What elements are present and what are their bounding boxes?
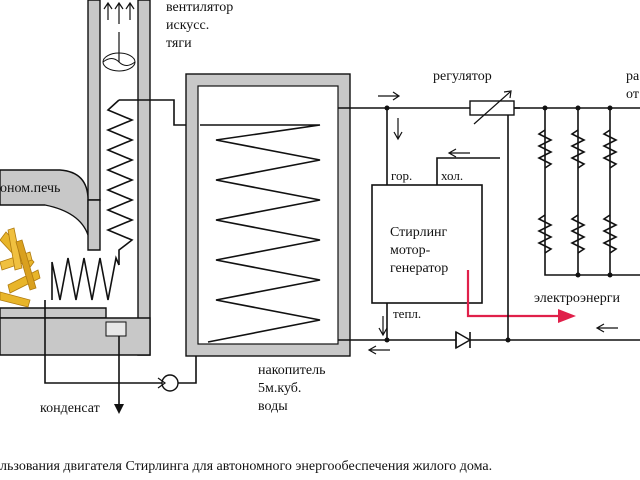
label-stirling-1: Стирлинг: [390, 225, 448, 240]
storage-tank: [185, 73, 351, 357]
label-storage-3: воды: [258, 399, 288, 414]
label-heat: тепл.: [393, 306, 421, 321]
flame-icon: [0, 227, 41, 308]
label-cold: хол.: [441, 168, 463, 183]
electric-output-arrow: [558, 309, 576, 323]
diode-icon: [455, 330, 472, 350]
regulator-icon: [469, 90, 515, 125]
label-radiator-1: ра: [626, 69, 640, 84]
label-radiator-2: от: [626, 87, 639, 102]
label-fan-1: вентилятор: [166, 0, 233, 15]
junction-dot: [384, 105, 390, 111]
label-fan-2: искусс.: [166, 18, 209, 33]
flow-arrow-left: [367, 345, 390, 355]
firebox-coil: [51, 255, 120, 301]
label-hot: гор.: [391, 168, 412, 183]
label-fan-3: тяги: [166, 36, 192, 51]
condensate-arrow: [114, 404, 124, 414]
label-regulator: регулятор: [433, 69, 492, 84]
storage-coil: [200, 124, 321, 343]
flow-arrow-right: [378, 91, 401, 101]
label-electricity: электроэнерги: [534, 291, 620, 306]
flow-arrow-left-2: [447, 148, 470, 158]
label-storage-2: 5м.куб.: [258, 381, 301, 396]
pump-icon: [157, 341, 208, 392]
chimney-coil: [105, 99, 135, 265]
condensate-trap: [105, 321, 127, 337]
fan-icon: [102, 1, 136, 72]
figure-caption: льзования двигателя Стирлинга для автоно…: [0, 459, 492, 474]
flow-arrow-left-3: [595, 323, 618, 333]
flow-arrow-down: [393, 118, 403, 141]
label-condensate: конденсат: [40, 401, 100, 416]
label-stove: оном.печь: [0, 181, 60, 196]
pipe-to-storage: [119, 99, 200, 126]
stirling-motor-generator: [371, 184, 483, 304]
junction-dot: [505, 337, 511, 343]
cold-pipe: [436, 157, 500, 185]
return-pipe: [44, 300, 162, 384]
label-storage-1: накопитель: [258, 363, 325, 378]
electric-output-line: [466, 270, 560, 318]
radiator-bank: [514, 105, 640, 278]
label-stirling-3: генератор: [390, 261, 448, 276]
label-stirling-2: мотор-: [390, 243, 431, 258]
flow-arrow-down-2: [378, 316, 388, 337]
